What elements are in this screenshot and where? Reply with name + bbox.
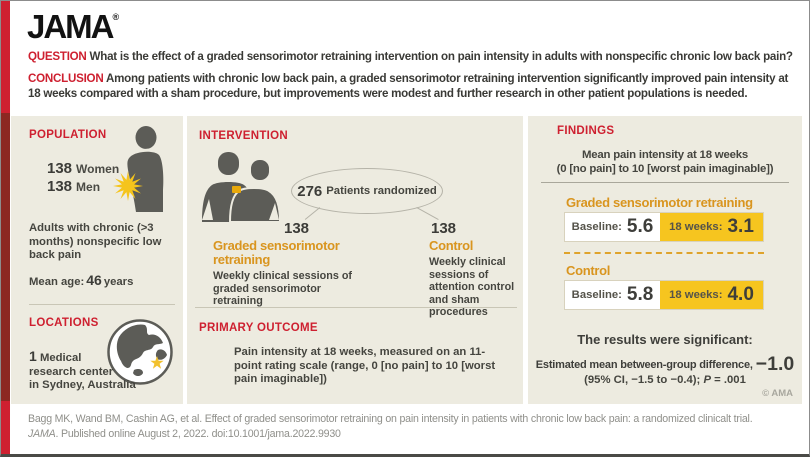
baseline-value: 5.8 (626, 284, 654, 305)
week18-label: 18 weeks: (669, 221, 723, 233)
group-control-scores: Baseline: 5.8 18 weeks: 4.0 (564, 280, 764, 310)
accent-bar-bottom (1, 401, 10, 454)
primary-outcome-text: Pain intensity at 18 weeks, measured on … (234, 346, 496, 385)
findings-title: FINDINGS (557, 125, 615, 137)
group-retraining-scores: Baseline: 5.6 18 weeks: 3.1 (564, 212, 764, 242)
control-week18-cell: 18 weeks: 4.0 (660, 281, 763, 309)
men-count: 138 (47, 178, 73, 195)
women-count: 138 (47, 160, 73, 177)
connector-right (416, 207, 439, 220)
conclusion-label: CONCLUSION (28, 72, 104, 85)
intervention-title: INTERVENTION (199, 130, 289, 142)
conclusion-line: CONCLUSION Among patients with chronic l… (28, 72, 802, 101)
retraining-baseline-cell: Baseline: 5.6 (565, 213, 660, 241)
baseline-value: 5.6 (626, 216, 654, 237)
population-title: POPULATION (29, 129, 107, 141)
week18-value: 4.0 (727, 284, 754, 305)
baseline-label: Baseline: (571, 289, 622, 301)
locations-text: 1 Medical research center in Sydney, Aus… (29, 348, 136, 393)
significance-text: The results were significant: (577, 332, 753, 347)
mean-age-label: Mean age: (29, 276, 85, 288)
week18-value: 3.1 (727, 216, 754, 237)
difference-label: Estimated mean between-group difference, (535, 359, 753, 371)
registered-mark: ® (112, 12, 120, 22)
p-value: = .001 (710, 374, 746, 386)
back-pain-person-icon (113, 126, 164, 212)
divider (195, 307, 517, 308)
arm-control-count: 138 (431, 220, 457, 237)
arm-retraining-count: 138 (284, 220, 310, 237)
accent-bar-middle (1, 113, 10, 401)
citation-line1: Bagg MK, Wand BM, Cashin AG, et al. Effe… (28, 413, 753, 425)
citation-line2: JAMA. Published online August 2, 2022. d… (28, 428, 341, 440)
clinicians-icon (202, 152, 282, 223)
arm-retraining-name: Graded sensorimotor retraining (213, 238, 340, 267)
findings-subtitle-line2: (0 [no pain] to 10 [worst pain imaginabl… (556, 163, 774, 175)
divider (29, 304, 175, 305)
pain-starburst-icon (113, 171, 143, 201)
locations-line1: 1 Medical (29, 348, 136, 366)
baseline-label: Baseline: (571, 221, 622, 233)
question-line: QUESTION What is the effect of a graded … (28, 50, 806, 63)
confidence-interval: (95% CI, −1.5 to −0.4); P = .001 (528, 374, 802, 386)
findings-panel: FINDINGS Mean pain intensity at 18 weeks… (528, 116, 802, 404)
arm-control: 138 Control Weekly clinical sessions of … (429, 220, 529, 319)
locations-line3: in Sydney, Australia (29, 379, 136, 391)
citation-rest: . Published online August 2, 2022. doi:1… (55, 428, 341, 440)
citation-journal: JAMA (28, 428, 56, 440)
badge-icon (232, 186, 241, 193)
mean-age-value: 46 (86, 272, 102, 288)
location-star-icon (150, 356, 164, 369)
question-label: QUESTION (28, 50, 87, 63)
findings-subtitle-line1: Mean pain intensity at 18 weeks (582, 149, 748, 161)
locations-title: LOCATIONS (29, 317, 99, 329)
arm-control-name: Control (429, 238, 474, 253)
mean-age-unit: years (103, 276, 134, 288)
between-group-difference: Estimated mean between-group difference,… (528, 353, 802, 376)
divider (541, 182, 789, 183)
week18-label: 18 weeks: (669, 289, 723, 301)
group-control-name: Control (566, 263, 611, 278)
locations-line2: research center (29, 365, 114, 378)
primary-outcome-title: PRIMARY OUTCOME (199, 322, 318, 334)
p-symbol: P (703, 374, 711, 386)
women-label: Women (76, 162, 120, 176)
dashed-divider (564, 252, 764, 254)
arm-retraining-description: Weekly clinical sessions of graded senso… (213, 270, 353, 307)
difference-value: −1.0 (755, 353, 795, 375)
intervention-panel: INTERVENTION 276 Patients randomized 138… (187, 116, 523, 404)
group-retraining-name: Graded sensorimotor retraining (566, 195, 753, 210)
ama-copyright: © AMA (762, 388, 793, 399)
randomized-label: Patients randomized (326, 185, 437, 197)
accent-bar-top (1, 1, 10, 113)
ci-text: (95% CI, −1.5 to −0.4); (584, 374, 704, 386)
locations-count: 1 (29, 348, 37, 364)
jama-logo: JAMA® (27, 8, 119, 46)
locations-line1-rest: Medical (39, 352, 82, 364)
arm-control-description: Weekly clinical sessions of attention co… (429, 256, 515, 318)
control-baseline-cell: Baseline: 5.8 (565, 281, 660, 309)
men-label: Men (76, 180, 101, 194)
randomized-count: 276 (297, 182, 323, 200)
randomized-bubble: 276 Patients randomized (291, 168, 443, 214)
question-text: What is the effect of a graded sensorimo… (89, 50, 793, 63)
arm-retraining: 138 Graded sensorimotor retraining Weekl… (213, 220, 369, 308)
jama-logo-text: JAMA (27, 8, 115, 45)
findings-subtitle: Mean pain intensity at 18 weeks (0 [no p… (528, 148, 802, 176)
conclusion-text: Among patients with chronic low back pai… (28, 72, 789, 100)
population-description: Adults with chronic (>3 months) nonspeci… (29, 222, 162, 261)
retraining-week18-cell: 18 weeks: 3.1 (660, 213, 763, 241)
connector-left (304, 207, 321, 220)
globe-icon (107, 319, 173, 385)
